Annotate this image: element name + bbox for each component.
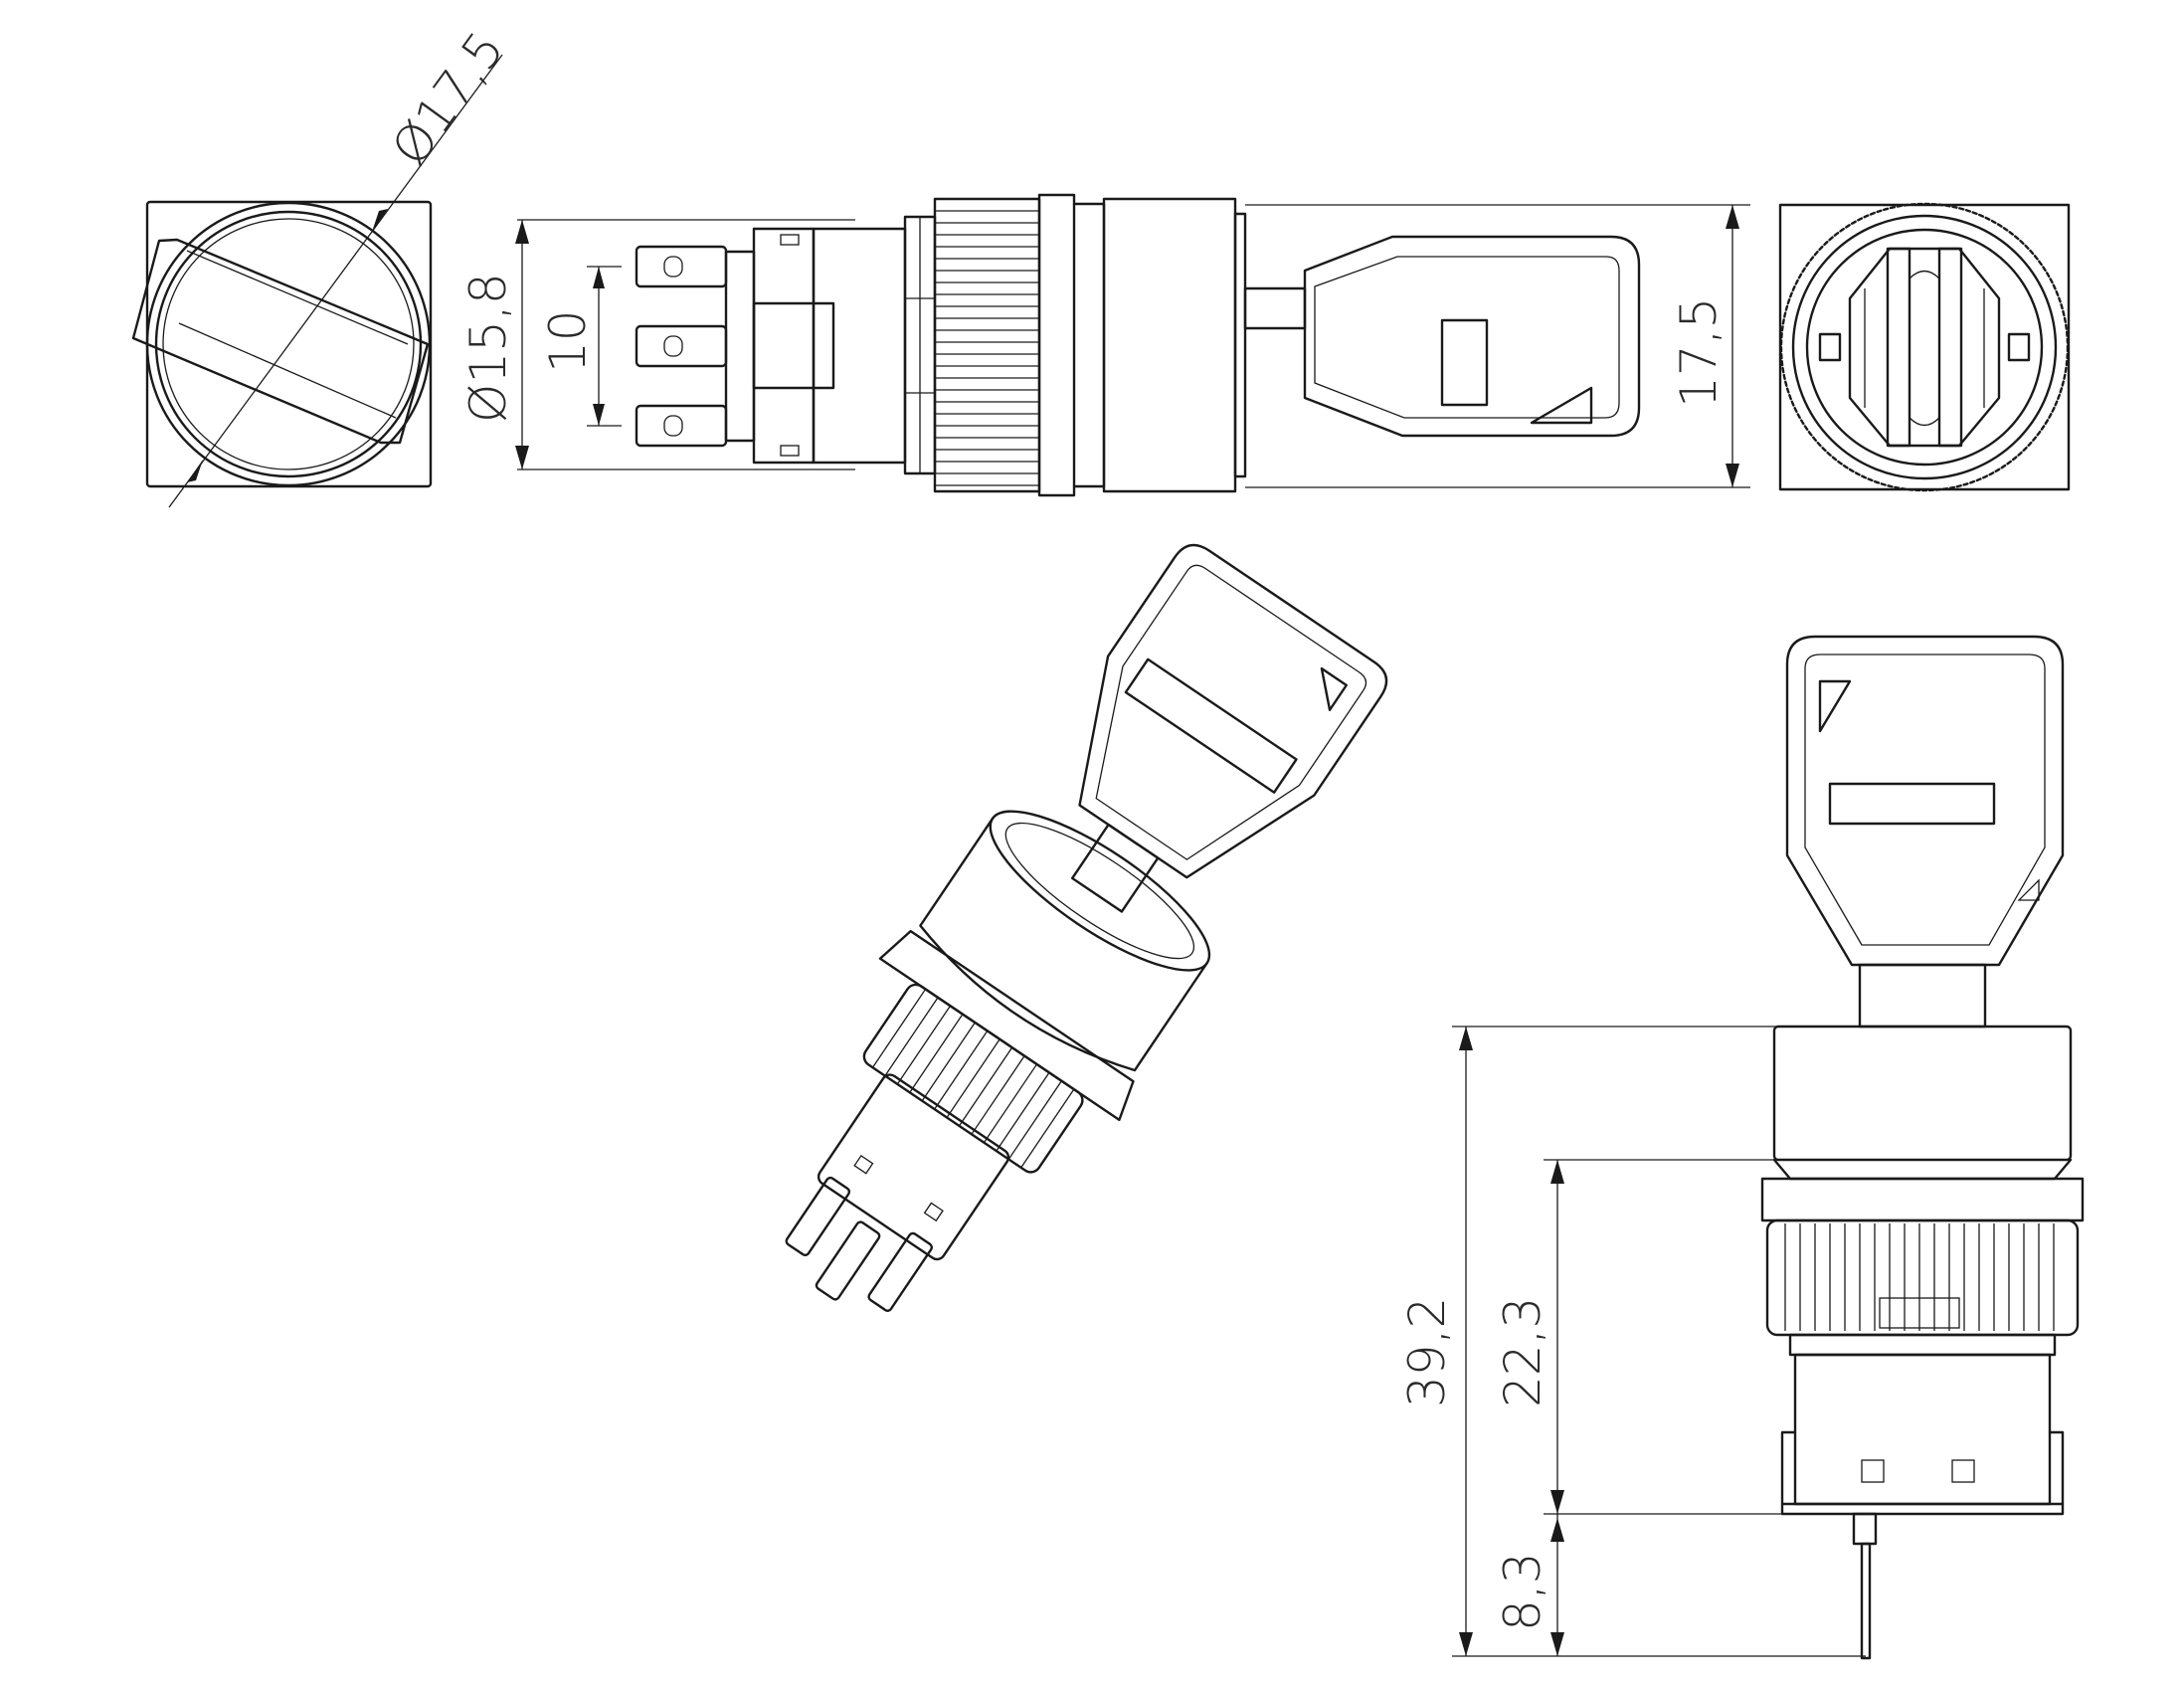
terminals	[635, 245, 728, 448]
terminal-pitch-label: 10	[539, 309, 597, 373]
front-view: Ø17,5	[131, 21, 515, 508]
outer-diameter-label: Ø17,5	[381, 21, 515, 176]
terminal-length-label: 8,3	[1494, 1552, 1551, 1631]
rear-view	[1778, 202, 2071, 492]
body-diameter-label: Ø15,8	[459, 273, 517, 423]
body-length-label: 22,3	[1494, 1297, 1551, 1407]
isometric-view	[785, 543, 1388, 1312]
nut-knurling	[935, 210, 1039, 486]
side-view: Ø15,8 10	[459, 193, 1750, 497]
key-width-label: 17,5	[1670, 297, 1728, 408]
total-length-label: 39,2	[1398, 1297, 1456, 1407]
elevation-view: 39,2 22,3 8,3	[1398, 635, 2085, 1660]
